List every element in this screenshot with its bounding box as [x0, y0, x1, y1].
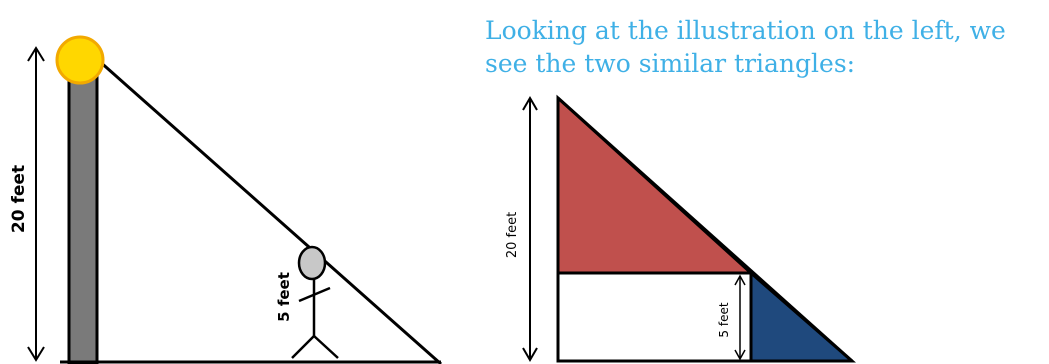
big-height-label: 20 feet: [505, 212, 520, 258]
small-height-arrow: [734, 274, 746, 361]
hypotenuse-line: [556, 96, 854, 363]
person-height-label: 5 feet: [275, 272, 293, 322]
explanation-caption: Looking at the illustration on the left,…: [485, 14, 1045, 80]
similar-triangles-diagram: 20 feet 5 feet: [505, 94, 857, 363]
big-height-arrow: [522, 96, 538, 362]
street-light-icon: [55, 35, 105, 85]
small-height-label: 5 feet: [717, 302, 731, 337]
lamp-post-illustration: 20 feet 5 feet: [9, 35, 442, 364]
light-ray-line: [97, 58, 442, 364]
caption-line-2: see the two similar triangles:: [485, 49, 856, 78]
lamp-pole: [67, 70, 99, 364]
caption-line-1: Looking at the illustration on the left,…: [485, 16, 1006, 45]
pole-height-label: 20 feet: [9, 165, 29, 233]
person-stick-figure-icon: [291, 245, 339, 359]
pole-height-arrow: [27, 46, 45, 362]
